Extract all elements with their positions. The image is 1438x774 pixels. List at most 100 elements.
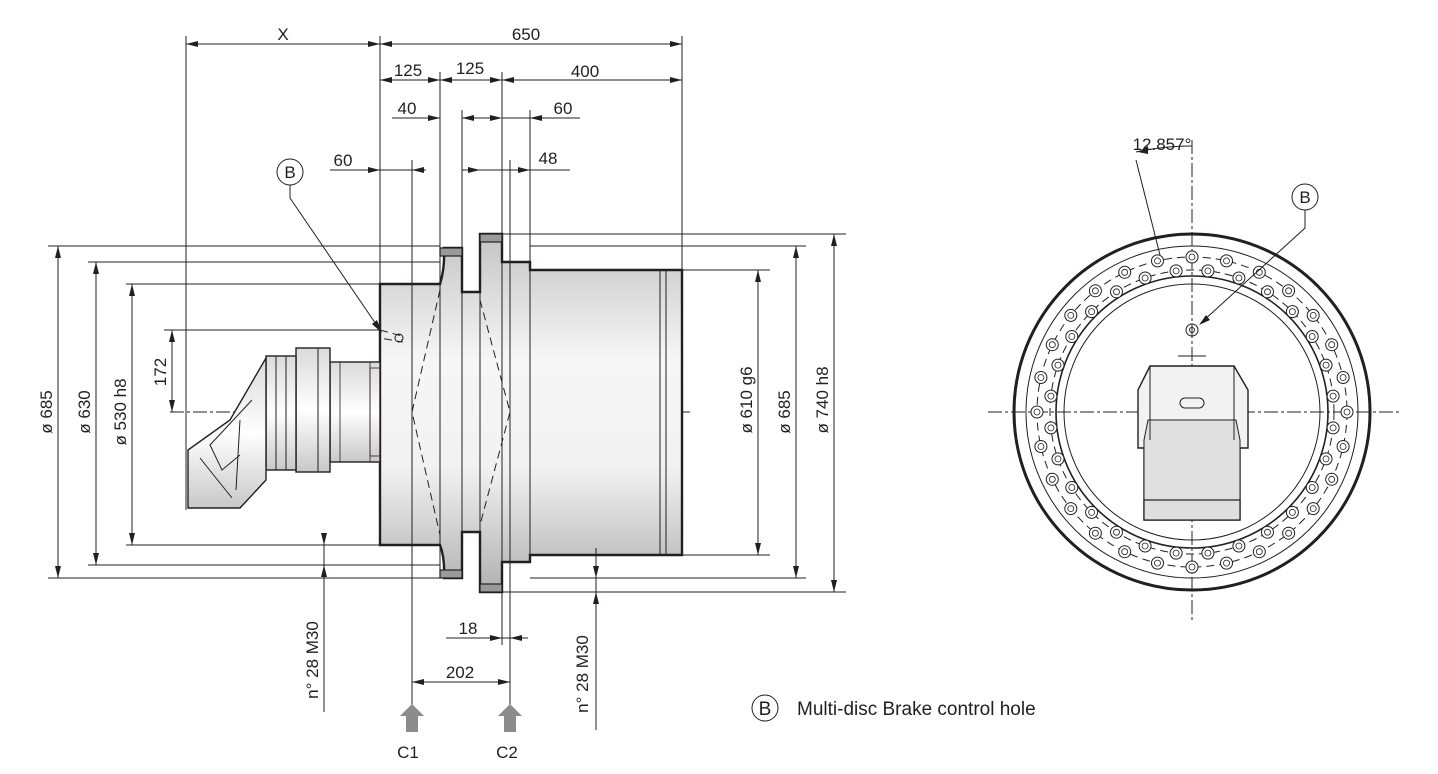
dimension-lines [55,41,837,730]
bolt-hole [1151,254,1164,268]
bolt-hole [1030,405,1044,419]
bolt-hole [1045,338,1059,352]
bolt-hole-inner-ring [1339,374,1347,381]
bolt-hole-inner-ring [1188,253,1196,261]
bolt-hole [1138,539,1152,553]
bolt-hole-inner-ring [1328,341,1336,349]
bolt-hole-inner-ring [1285,529,1292,537]
bolt-hole-inner-ring [1204,267,1212,275]
bolt-hole-inner-ring [1141,542,1149,550]
dim-bolts-left: n° 28 M30 [303,621,322,699]
bolt-hole-inner-ring [1172,549,1180,557]
front-view: 12.857° B [988,135,1400,620]
dim-d685-right: ø 685 [775,390,794,433]
bolt-hole-inner-ring [1223,257,1230,265]
bolt-holes-inner [1044,264,1340,560]
hub-circle [1063,283,1321,541]
dimension-texts: X 650 125 125 400 40 60 60 48 18 202 ø 6… [37,25,832,713]
dim-d530: ø 530 h8 [111,378,130,445]
bolt-hole [1064,502,1078,516]
bolt-hole [1325,472,1339,486]
bolt-hole-inner-ring [1264,288,1271,296]
bolt-hole-inner-ring [1223,559,1230,567]
bolt-hole-inner-ring [1054,455,1062,463]
bolt-hole-inner-ring [1121,548,1129,556]
brake-hole-callout-front: B [1199,183,1319,325]
bolt-hole [1340,405,1354,419]
bolt-hole [1034,440,1048,453]
bolt-hole [1110,525,1123,539]
bolt-hole [1169,546,1183,560]
bolt-hole [1326,421,1340,435]
bolt-hole [1282,526,1296,540]
extension-lines [48,36,846,705]
bolt-hole [1232,539,1246,553]
bolt-hole [1201,264,1215,278]
bolt-hole-inner-ring [1048,341,1056,349]
bolt-hole [1034,371,1048,384]
bolt-hole [1319,358,1333,372]
dim-60-left: 60 [334,151,353,170]
bolt-hole-inner-ring [1033,408,1041,416]
dim-angle: 12.857° [1133,135,1192,154]
bolt-hole-inner-ring [1113,528,1120,536]
bolt-hole-inner-ring [1309,311,1317,319]
dim-48: 48 [539,149,558,168]
bolt-hole [1285,305,1299,319]
bolt-hole [1306,502,1320,516]
bolt-hole [1044,389,1058,403]
bolt-hole [1051,452,1065,466]
bolt-hole [1185,560,1199,574]
bolt-hole [1138,271,1152,285]
bolt-hole [1232,271,1246,285]
bolt-hole-inner-ring [1328,475,1336,483]
legend-b-symbol: B [759,699,772,720]
bolt-hole-inner-ring [1172,267,1180,275]
load-point-c1: C1 [397,704,424,762]
dim-bolts-right: n° 28 M30 [573,635,592,713]
bolt-hole [1151,556,1164,570]
bolt-hole-inner-ring [1068,484,1076,491]
dim-400: 400 [571,62,599,81]
bolt-hole-inner-ring [1067,505,1075,513]
bolt-hole [1336,371,1350,384]
bolt-hole [1220,556,1233,570]
bolt-hole [1252,545,1266,559]
dim-125a: 125 [394,61,422,80]
bolt-hole-inner-ring [1255,548,1263,556]
bolt-holes-outer [1030,250,1354,574]
bolt-hole [1201,546,1215,560]
dim-d610: ø 610 g6 [737,366,756,433]
outer-flange [1012,232,1372,592]
bolt-hole-inner-ring [1188,563,1196,571]
bolt-hole [1085,505,1099,519]
bolt-hole-inner-ring [1235,274,1243,282]
bolt-hole-inner-ring [1048,475,1056,483]
bolt-hole [1088,284,1102,298]
motor-front [1137,355,1249,521]
bolt-hole-inner-ring [1329,392,1337,400]
callout-b-side: B [284,163,295,182]
dim-40: 40 [398,99,417,118]
bolt-hole [1051,358,1065,372]
bolt-hole [1319,452,1333,466]
c2-label: C2 [496,743,518,762]
bolt-hole [1252,265,1266,279]
dim-60-top: 60 [554,99,573,118]
gearbox-housing [378,232,684,594]
bolt-hole-inner-ring [1339,443,1347,450]
bolt-hole-inner-ring [1322,361,1330,369]
bolt-hole [1326,389,1340,403]
bolt-hole [1085,305,1099,319]
dim-172: 172 [151,358,170,386]
bolt-hole-inner-ring [1264,528,1271,536]
bolt-hole-inner-ring [1047,392,1055,400]
angle-dimension: 12.857° [1133,135,1193,256]
legend: B Multi-disc Brake control hole [751,694,1036,722]
bolt-hole [1306,308,1320,322]
bolt-hole-inner-ring [1154,257,1161,265]
bolt-hole [1325,338,1339,352]
bolt-hole-inner-ring [1037,374,1045,381]
bolt-hole [1065,330,1079,343]
bolt-hole-inner-ring [1092,529,1099,537]
